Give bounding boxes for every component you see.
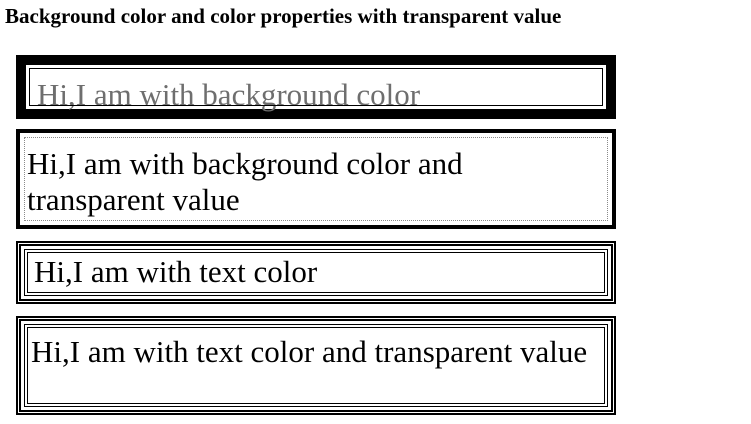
text-color-box-content: Hi,I am with text color [24,249,608,296]
background-color-transparent-box: Hi,I am with background color and transp… [16,129,616,229]
background-color-box: Hi,I am with background color [16,55,616,119]
background-color-transparent-box-text: Hi,I am with background color and transp… [27,146,463,217]
text-color-box-text: Hi,I am with text color [34,254,318,289]
text-color-transparent-box-content: Hi,I am with text color and transparent … [24,324,608,407]
text-color-box: Hi,I am with text color [16,241,616,304]
page-title: Background color and color properties wi… [5,4,562,28]
background-color-box-content: Hi,I am with background color [26,65,606,112]
text-color-transparent-box: Hi,I am with text color and transparent … [16,316,616,415]
text-color-transparent-box-text: Hi,I am with text color and transparent … [31,334,588,369]
background-color-box-inner-frame: Hi,I am with background color [24,63,608,112]
background-color-transparent-box-content: Hi,I am with background color and transp… [24,137,608,221]
background-color-box-text: Hi,I am with background color [37,77,421,112]
